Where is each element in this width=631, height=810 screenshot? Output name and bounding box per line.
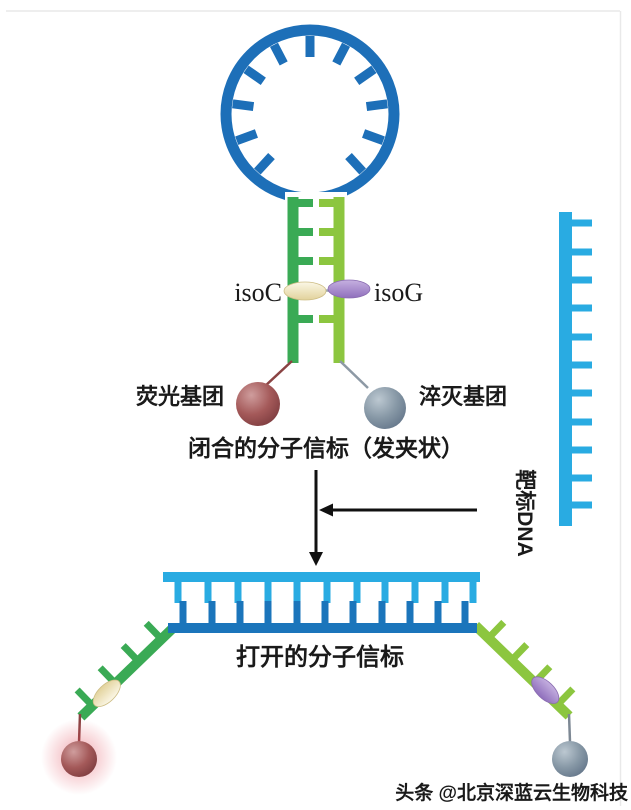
card-border	[6, 10, 622, 806]
open-top-ticks	[174, 580, 477, 603]
isoc-label: isoC	[234, 278, 282, 307]
open-left-arm	[74, 620, 178, 721]
open-right-arm	[472, 619, 576, 720]
hairpin-loop	[220, 24, 400, 204]
quencher-label: 淬灭基团	[419, 384, 507, 409]
fluorophore-linker	[263, 360, 293, 388]
open-fluorophore-ball	[61, 741, 97, 777]
isog-oval	[327, 279, 371, 299]
open-beacon-caption: 打开的分子信标	[236, 643, 404, 671]
quencher-linker	[339, 360, 369, 389]
isog-label: isoG	[374, 278, 423, 307]
stem-right-strand	[319, 197, 345, 363]
loop-stem-junction-mask	[285, 192, 347, 213]
stem-left-rungs	[293, 199, 313, 323]
open-right-arm-ticks	[487, 619, 576, 706]
open-isog-oval	[531, 676, 560, 704]
fluorophore-ball	[236, 382, 280, 426]
open-bottom-ticks	[179, 601, 469, 624]
loop-base-ticks	[232, 36, 388, 175]
open-quencher-linker	[567, 713, 572, 743]
open-isoc-oval	[92, 679, 121, 708]
open-quencher-ball	[552, 741, 588, 777]
quencher-ball	[364, 387, 406, 429]
left-arrow-head	[319, 503, 333, 517]
stem-right-rungs	[319, 199, 339, 323]
target-dna-label: 靶标DNA	[513, 469, 537, 557]
open-bottom-strand	[168, 601, 477, 633]
down-arrow-head	[309, 552, 323, 566]
stem-left-strand	[287, 197, 313, 363]
closed-beacon-caption: 闭合的分子信标（发夹状）	[188, 435, 464, 461]
fluorophore-label: 荧光基团	[136, 384, 224, 409]
reaction-arrows	[309, 470, 477, 566]
target-dna-strand	[559, 212, 592, 526]
watermark: 头条 @北京深蓝云生物科技	[395, 781, 629, 804]
target-dna-ticks	[572, 219, 592, 509]
open-left-arm-ticks	[74, 620, 163, 707]
open-top-strand	[163, 572, 480, 603]
isoc-oval	[283, 281, 327, 301]
